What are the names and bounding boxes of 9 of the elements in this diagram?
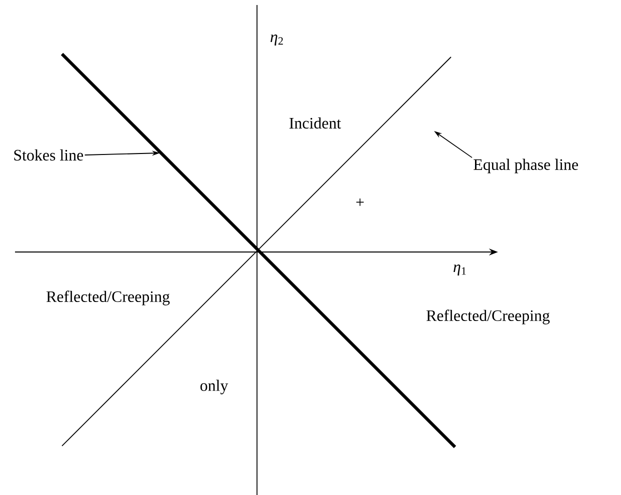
axis-label: η$_{1}$ [454,264,466,276]
region-label: Incident [289,117,342,129]
line-label: Equal phase line [474,158,578,174]
region-label: Reflected/Creeping [426,310,550,324]
axis-label: η$_{2}$ [270,34,283,46]
plus-sign: + [356,198,364,206]
region-label: Reflected/Creeping [46,290,170,306]
region-label: only [200,380,228,394]
line-label: Stokes line [14,149,84,161]
